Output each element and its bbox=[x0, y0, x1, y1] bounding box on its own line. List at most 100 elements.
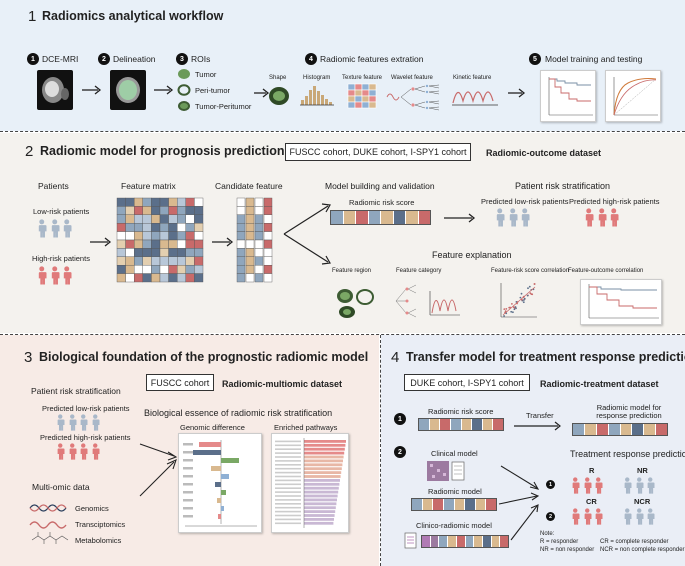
matrix-cell bbox=[185, 239, 195, 249]
scatter-point bbox=[513, 308, 516, 311]
candidate-cell bbox=[245, 231, 255, 241]
pathway-bar bbox=[304, 506, 336, 510]
scatter-point bbox=[520, 292, 523, 295]
s3-stratification-label: Patient risk stratification bbox=[31, 386, 121, 396]
histogram-icon bbox=[300, 86, 334, 106]
matrix-cell bbox=[142, 223, 152, 232]
person-icon bbox=[584, 208, 594, 227]
candidate-cell bbox=[254, 231, 264, 241]
candidate-cell bbox=[245, 239, 255, 249]
low-risk-label: Low-risk patients bbox=[33, 207, 90, 216]
section2-number: 2 bbox=[25, 143, 34, 160]
matrix-cell bbox=[134, 206, 144, 215]
person-icon bbox=[68, 414, 76, 431]
step1-badge: 1 bbox=[27, 53, 39, 65]
s4-response2-badge: 2 bbox=[546, 512, 555, 521]
person-icon bbox=[597, 208, 606, 227]
pathway-bar bbox=[304, 502, 337, 506]
s3-predicted-high-risk-group bbox=[56, 443, 99, 460]
strip-segment bbox=[440, 419, 451, 430]
matrix-cell bbox=[134, 248, 144, 258]
candidate-cell bbox=[263, 248, 273, 258]
matrix-cell bbox=[116, 214, 126, 224]
s4-risk-score-label: Radiomic risk score bbox=[428, 407, 494, 416]
person-icon bbox=[62, 266, 72, 285]
feature-kinetic: Kinetic feature bbox=[453, 75, 492, 81]
matrix-cell bbox=[116, 248, 126, 258]
pathway-label-stub bbox=[275, 522, 301, 525]
strip-segment bbox=[482, 536, 492, 547]
matrix-cell bbox=[168, 248, 178, 258]
texture-grid-icon bbox=[347, 83, 377, 109]
pathway-bar bbox=[304, 451, 345, 455]
pathway-bar bbox=[304, 490, 339, 494]
person-icon bbox=[583, 477, 591, 494]
genomic-tick bbox=[183, 507, 193, 510]
candidate-cell bbox=[263, 239, 273, 249]
matrix-cell bbox=[168, 206, 178, 215]
matrix-cell bbox=[168, 223, 178, 232]
candidate-cell bbox=[254, 206, 264, 215]
matrix-cell bbox=[116, 223, 126, 232]
pathway-label-stub bbox=[275, 503, 301, 505]
person-icon bbox=[68, 443, 76, 460]
matrix-cell bbox=[194, 239, 204, 249]
matrix-cell bbox=[177, 239, 187, 249]
candidate-cell bbox=[236, 256, 246, 266]
scatter-point bbox=[533, 283, 536, 285]
matrix-cell bbox=[159, 264, 169, 274]
person-icon bbox=[56, 414, 65, 431]
candidate-cell bbox=[245, 248, 255, 258]
scatter-point bbox=[529, 292, 532, 295]
risk-correlation-scatter bbox=[500, 283, 537, 318]
enriched-pathways-label: Enriched pathways bbox=[274, 423, 338, 432]
matrix-cell bbox=[142, 273, 152, 283]
pathway-bar bbox=[304, 521, 334, 525]
matrix-cell bbox=[151, 264, 161, 274]
matrix-cell bbox=[134, 214, 144, 224]
clinical-document-icon bbox=[404, 532, 417, 549]
pathway-label-stub bbox=[275, 467, 301, 470]
candidate-cell bbox=[245, 264, 255, 274]
matrix-cell bbox=[116, 197, 126, 207]
note-ncr: NCR = non complete responder bbox=[600, 547, 685, 553]
matrix-cell bbox=[194, 256, 204, 266]
matrix-cell bbox=[125, 214, 135, 224]
scatter-point bbox=[527, 287, 529, 290]
genomic-tick bbox=[183, 491, 193, 494]
scatter-point bbox=[531, 293, 534, 296]
radiomic-model-label: Radiomic model bbox=[428, 487, 482, 496]
cr-label: CR bbox=[586, 497, 597, 506]
metabolite-icon bbox=[31, 532, 69, 544]
matrix-cell bbox=[151, 197, 161, 207]
candidate-cell bbox=[263, 214, 273, 224]
strip-segment bbox=[439, 536, 449, 547]
tumor-icon bbox=[178, 69, 190, 79]
pred-high-label: Predicted high-risk patients bbox=[569, 197, 660, 206]
pathway-label-stub bbox=[275, 514, 301, 517]
km-curve-card bbox=[540, 70, 596, 122]
candidate-cell bbox=[236, 248, 246, 258]
pathway-bar bbox=[304, 455, 344, 459]
matrix-cell bbox=[142, 248, 152, 258]
pathway-label-stub bbox=[275, 464, 301, 466]
scatter-point bbox=[505, 308, 508, 310]
matrix-cell bbox=[142, 256, 152, 266]
arrow-icon bbox=[254, 88, 270, 98]
s4-transferred-model-strip bbox=[572, 423, 668, 436]
scatter-point bbox=[514, 306, 517, 308]
matrix-cell bbox=[142, 239, 152, 249]
matrix-cell bbox=[159, 239, 169, 249]
feature-explanation-label: Feature explanation bbox=[432, 250, 512, 260]
tumor-peritumor-icon bbox=[178, 101, 190, 111]
matrix-cell bbox=[168, 264, 178, 274]
matrix-cell bbox=[134, 264, 144, 274]
step1-label: DCE-MRI bbox=[42, 54, 79, 64]
explain-risk-correlation: Feature-risk score correlation bbox=[491, 268, 570, 274]
strip-segment bbox=[465, 536, 475, 547]
complete-responder-group bbox=[571, 508, 603, 525]
person-icon bbox=[37, 219, 47, 238]
matrix-cell bbox=[159, 223, 169, 232]
feature-histogram: Histogram bbox=[303, 75, 331, 81]
candidate-cell bbox=[245, 206, 255, 215]
